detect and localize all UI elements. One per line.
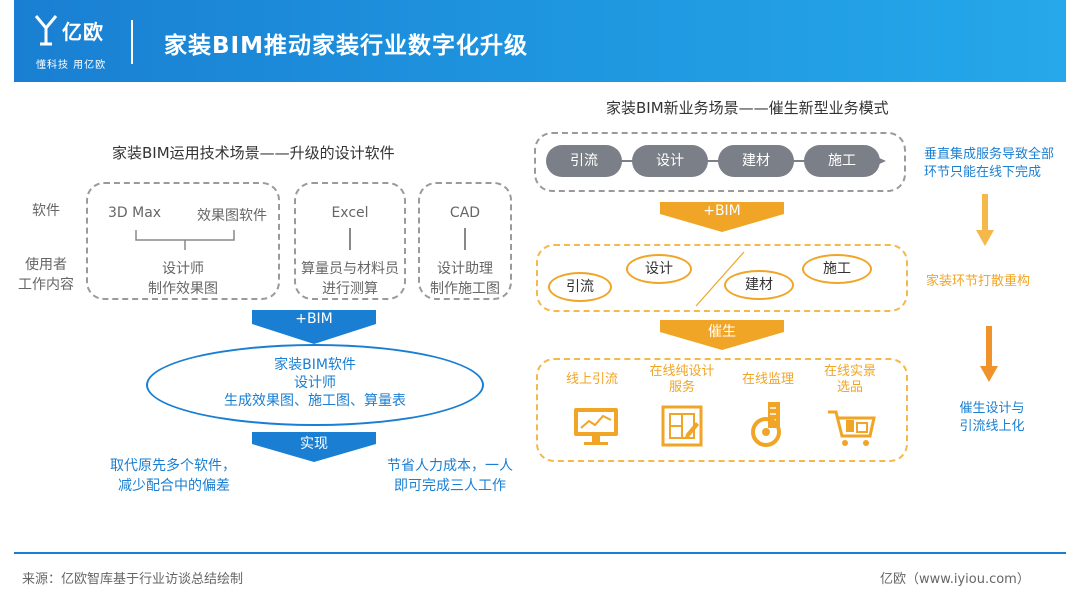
logo-slogan: 懂科技 用亿欧: [36, 60, 107, 71]
bim-software-ellipse: [146, 344, 484, 426]
vertical-arrow-2: [980, 326, 998, 382]
flow-step-traffic: 引流: [546, 145, 622, 177]
right-section-title: 家装BIM新业务场景——催生新型业务模式: [606, 99, 889, 117]
scatter-box: [536, 244, 908, 312]
box1-user: 设计师 制作效果图: [148, 261, 218, 297]
scatter-design: 设计: [626, 254, 692, 284]
flow-step-construction: 施工: [804, 145, 880, 177]
online-box: [536, 358, 908, 462]
left-section-title: 家装BIM运用技术场景——升级的设计软件: [112, 144, 395, 162]
bim-software-text: 家装BIM软件 设计师 生成效果图、施工图、算量表: [224, 357, 406, 409]
header-banner: [14, 0, 1066, 82]
footer-divider: [14, 552, 1066, 554]
software-render: 效果图软件: [197, 208, 267, 224]
software-cad: CAD: [449, 205, 481, 221]
flow-note: 垂直集成服务导致全部 环节只能在线下完成: [924, 147, 1055, 180]
footer-source: 来源：亿欧智库基于行业访谈总结绘制: [22, 572, 244, 587]
connector-line: [349, 228, 351, 250]
result-left: 取代原先多个软件， 减少配合中的偏差: [110, 458, 236, 494]
arrow-down-bim-left: [252, 310, 376, 344]
box2-user: 算量员与材料员 进行测算: [301, 261, 399, 297]
flow-step-design: 设计: [632, 145, 708, 177]
bracket-connector: [135, 230, 235, 250]
software-3dmax: 3D Max: [108, 205, 162, 221]
header-divider: [131, 20, 133, 64]
scatter-divider: [695, 251, 745, 307]
logo-text: 亿欧: [62, 20, 104, 44]
flow-step-materials: 建材: [718, 145, 794, 177]
arrow-label-bim-right: +BIM: [703, 203, 741, 219]
arrow-down-bim-right: [660, 202, 784, 232]
software-box-excel: [294, 182, 406, 300]
shopping-cart-icon: [828, 410, 876, 446]
online-note: 催生设计与 引流线上化: [959, 401, 1025, 434]
software-box-3dmax: [86, 182, 280, 300]
software-box-cad: [418, 182, 512, 300]
arrow-label-realize: 实现: [300, 436, 328, 452]
measuring-tape-icon: [751, 402, 781, 447]
box3-user: 设计助理 制作施工图: [430, 261, 500, 297]
scatter-traffic: 引流: [548, 272, 612, 302]
yiou-logo-icon: [34, 15, 58, 46]
software-excel: Excel: [331, 205, 369, 221]
vertical-arrow-1: [976, 194, 994, 246]
page-title: 家装BIM推动家装行业数字化升级: [164, 33, 528, 59]
scatter-note: 家装环节打散重构: [926, 274, 1031, 289]
scatter-materials: 建材: [724, 270, 794, 300]
row-label-user: 使用者 工作内容: [18, 257, 74, 293]
arrow-down-realize: [252, 432, 376, 462]
online-label-traffic: 线上引流: [565, 372, 618, 387]
online-label-design: 在线纯设计 服务: [649, 364, 715, 395]
result-right: 节省人力成本，一人 即可完成三人工作: [387, 458, 513, 494]
blueprint-icon: [661, 405, 703, 447]
row-label-software: 软件: [32, 203, 60, 219]
scatter-construction: 施工: [802, 254, 872, 284]
arrow-label-spawn: 催生: [708, 324, 736, 340]
flow-line: [560, 160, 870, 162]
flow-box: [534, 132, 906, 192]
connector-line: [464, 228, 466, 250]
monitor-chart-icon: [574, 408, 618, 445]
online-label-selection: 在线实景 选品: [823, 364, 876, 395]
arrow-down-spawn: [660, 320, 784, 350]
arrow-label-bim: +BIM: [295, 311, 333, 327]
online-label-supervision: 在线监理: [741, 372, 794, 387]
footer-brand: 亿欧（www.iyiou.com）: [880, 572, 1030, 587]
